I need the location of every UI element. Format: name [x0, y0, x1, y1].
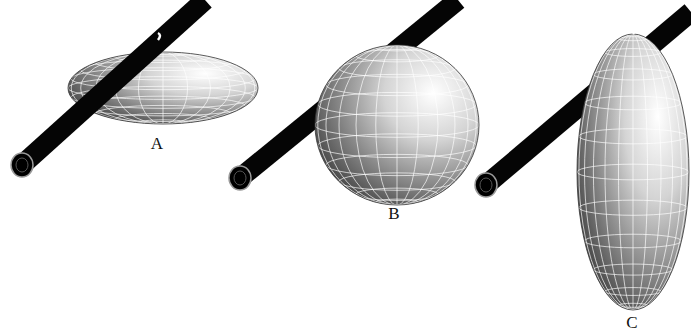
hook	[158, 33, 160, 40]
ellipsoid	[577, 34, 689, 310]
figure-letter: A	[151, 135, 163, 152]
rod	[11, 0, 205, 177]
ellipsoid	[315, 45, 479, 206]
figure-letter: C	[626, 314, 637, 331]
hook	[633, 27, 635, 34]
hook	[383, 29, 385, 36]
figure-letter: B	[388, 205, 399, 222]
